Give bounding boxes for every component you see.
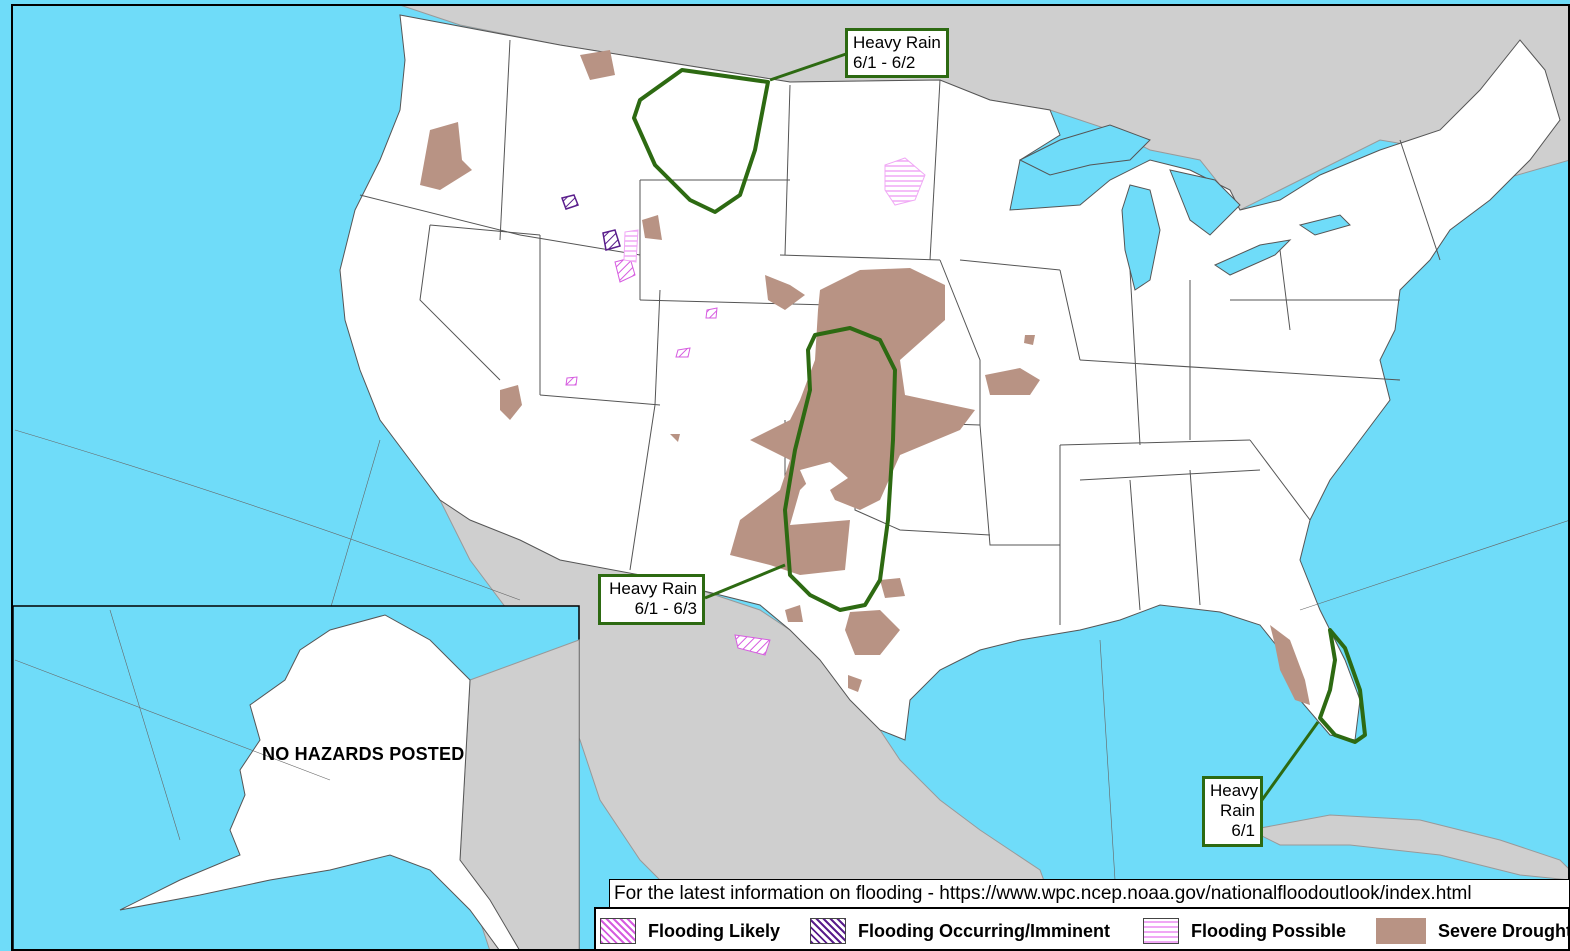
flood-info-link[interactable]: For the latest information on flooding -…	[609, 879, 1570, 909]
horizontal-hatch-light-pink-icon	[1143, 918, 1179, 944]
heavy-rain-callout-south: Heavy Rain 6/1 - 6/3	[598, 574, 705, 625]
drought-areas	[420, 50, 1310, 705]
callout-south-line2: 6/1 - 6/3	[634, 599, 697, 618]
legend-label-severe-drought: Severe Drought	[1438, 920, 1570, 941]
lake-michigan	[1121, 184, 1161, 291]
callout-north-line2: 6/1 - 6/2	[853, 53, 916, 72]
lake-huron	[1169, 169, 1241, 236]
legend-label-flooding-possible: Flooding Possible	[1191, 920, 1347, 941]
legend-item-flooding-occurring: Flooding Occurring/Imminent	[810, 917, 1110, 945]
legend-label-flooding-occurring: Flooding Occurring/Imminent	[858, 920, 1110, 941]
solid-brown-icon	[1376, 918, 1426, 944]
lake-superior	[1018, 124, 1151, 176]
drought-hole	[800, 462, 848, 490]
diagonal-hatch-purple-icon	[810, 918, 846, 944]
usa-land	[339, 14, 1561, 741]
legend: Flooding Likely Flooding Occurring/Immin…	[594, 907, 1570, 951]
callout-florida-line3: 6/1	[1231, 821, 1255, 840]
callout-florida-line2: Rain	[1220, 801, 1255, 820]
heavy-rain-callout-florida: Heavy Rain 6/1	[1202, 776, 1263, 847]
callout-south-line1: Heavy Rain	[609, 579, 697, 598]
callout-leaders	[704, 52, 1320, 801]
cuba-land	[1248, 814, 1570, 881]
alaska-land	[119, 614, 521, 951]
heavy-rain-areas	[632, 68, 1367, 744]
legend-item-flooding-possible: Flooding Possible	[1143, 917, 1346, 945]
heavy-rain-callout-north: Heavy Rain 6/1 - 6/2	[845, 28, 949, 78]
alaska-no-hazards-label: NO HAZARDS POSTED	[262, 744, 465, 764]
diagonal-hatch-pink-icon	[600, 918, 636, 944]
lake-ontario	[1298, 214, 1351, 236]
callout-north-line1: Heavy Rain	[853, 33, 941, 52]
callout-florida-line1: Heavy	[1210, 781, 1259, 800]
flooding-occurring-areas	[561, 194, 621, 251]
graticule	[14, 429, 1570, 881]
alaska-graticule	[14, 609, 331, 841]
legend-label-flooding-likely: Flooding Likely	[648, 920, 781, 941]
legend-item-flooding-likely: Flooding Likely	[600, 917, 780, 945]
lake-erie	[1213, 239, 1292, 276]
flooding-possible-areas	[623, 157, 926, 263]
legend-item-severe-drought: Severe Drought	[1376, 917, 1570, 945]
